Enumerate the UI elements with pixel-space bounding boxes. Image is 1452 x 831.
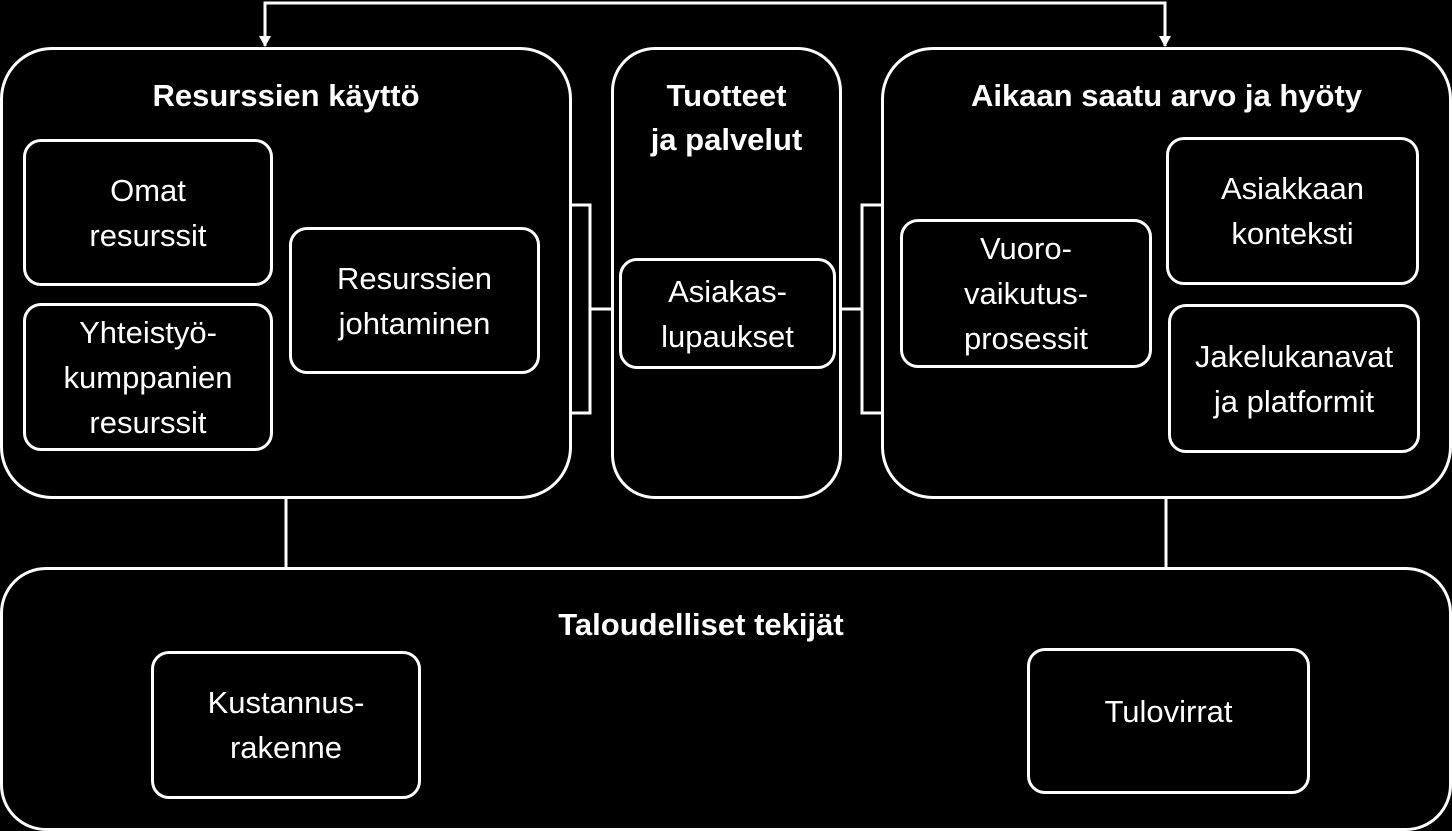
customer-context-box: Asiakkaan konteksti bbox=[1166, 137, 1419, 285]
resource-management-box: Resurssien johtaminen bbox=[289, 227, 540, 374]
customer-promises-box: Asiakas- lupaukset bbox=[619, 258, 836, 369]
products-title: Tuotteet ja palvelut bbox=[650, 78, 803, 157]
value-title: Aikaan saatu arvo ja hyöty bbox=[970, 78, 1363, 113]
customer-promises-label: Asiakas- lupaukset bbox=[661, 273, 794, 354]
resources-title: Resurssien käyttö bbox=[152, 78, 420, 113]
cost-structure-box: Kustannus- rakenne bbox=[151, 651, 421, 799]
resource-management-label: Resurssien johtaminen bbox=[336, 260, 493, 341]
channels-platforms-box: Jakelukanavat ja platformit bbox=[1168, 304, 1420, 453]
revenue-streams-label: Tulovirrat bbox=[1104, 693, 1233, 729]
interaction-processes-box: Vuoro- vaikutus- prosessit bbox=[900, 219, 1152, 368]
top-connector-arrow bbox=[263, 1, 1167, 46]
customer-context-label: Asiakkaan konteksti bbox=[1220, 171, 1365, 251]
partner-resources-label: Yhteistyö- kumppanien resurssit bbox=[63, 314, 233, 440]
cost-structure-label: Kustannus- rakenne bbox=[207, 685, 365, 765]
left-arrowhead bbox=[259, 36, 271, 47]
interaction-processes-label: Vuoro- vaikutus- prosessit bbox=[963, 231, 1089, 356]
revenue-streams-box: Tulovirrat bbox=[1027, 648, 1310, 794]
left-bracket bbox=[571, 203, 613, 415]
channels-platforms-label: Jakelukanavat ja platformit bbox=[1194, 338, 1394, 419]
right-bracket bbox=[840, 203, 884, 415]
economics-title: Taloudelliset tekijät bbox=[558, 607, 844, 642]
own-resources-box: Omat resurssit bbox=[23, 139, 273, 286]
partner-resources-box: Yhteistyö- kumppanien resurssit bbox=[23, 303, 273, 451]
own-resources-label: Omat resurssit bbox=[89, 172, 207, 253]
right-arrowhead bbox=[1159, 36, 1171, 47]
